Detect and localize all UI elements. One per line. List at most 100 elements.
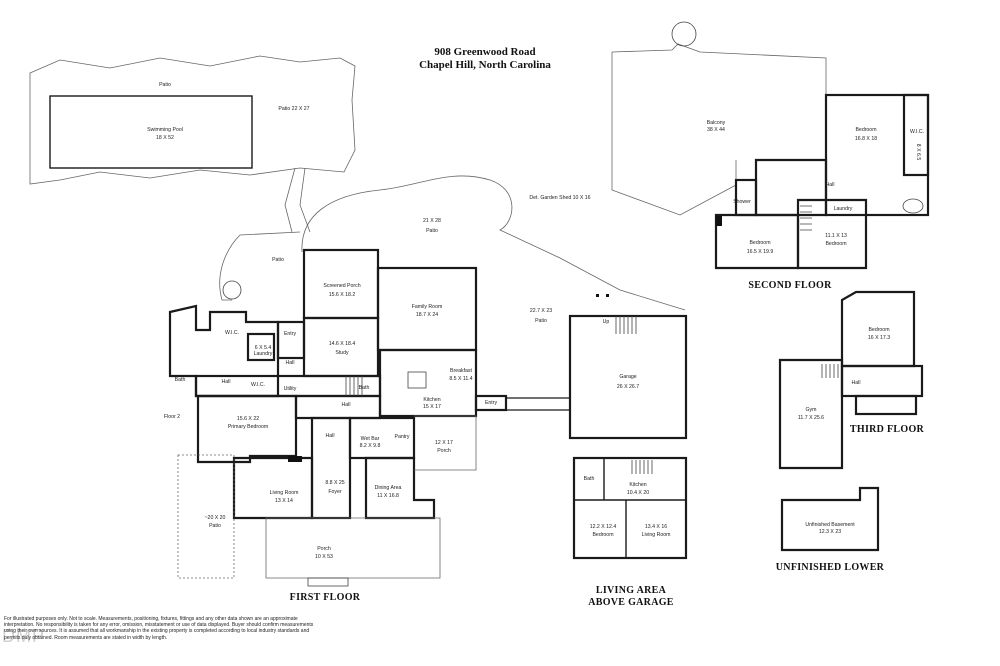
label-bed2a-dim: 16.8 X 18: [855, 136, 877, 142]
label-laundry-name: Laundry: [254, 351, 273, 357]
fireplace-second: [716, 216, 722, 226]
label-porch-main-name: Porch: [317, 546, 331, 552]
label-study-name: Study: [335, 350, 349, 356]
label-foyer-dim: 8.8 X 25: [325, 480, 344, 486]
address-line-2: Chapel Hill, North Carolina: [419, 59, 551, 71]
room-labels: Patio Patio 22 X 27 Swimming Pool 18 X 5…: [147, 82, 924, 560]
swimming-pool: [49, 95, 253, 169]
label-bath-a: Bath: [175, 377, 186, 383]
second-floor-stairs: [800, 205, 812, 231]
label-garage-dim: 26 X 26.7: [617, 384, 639, 390]
third-floor-walls: [778, 290, 924, 470]
floor-label-first: FIRST FLOOR: [290, 592, 361, 603]
label-bed3-dim: 16 X 17.3: [868, 335, 890, 341]
floor-label-lower: UNFINISHED LOWER: [776, 562, 885, 573]
label-basement-name: Unfinished Basement: [805, 522, 855, 528]
tub-second: [902, 198, 924, 214]
floor-label-third: THIRD FLOOR: [850, 424, 925, 435]
label-bed-g-dim: 12.2 X 12.4: [590, 524, 617, 530]
label-bed2c-dim: 16.5 X 19.9: [747, 249, 774, 255]
label-hall-a: Hall: [286, 360, 295, 366]
label-patio-20-name: Patio: [209, 523, 221, 529]
label-entry-b: Entry: [485, 400, 498, 406]
label-living-name: Living Room: [270, 490, 299, 496]
label-wetbar-name: Wet Bar: [361, 436, 380, 442]
label-wic-first: W.I.C.: [225, 330, 239, 336]
label-screened-dim: 15.6 X 18.2: [329, 292, 356, 298]
label-bed2a-name: Bedroom: [855, 127, 876, 133]
label-wic-2-dim: 8 X 6.5: [915, 144, 921, 161]
label-breakfast-name: Breakfast: [450, 368, 472, 374]
label-bed2b-dim: 11.1 X 13: [825, 233, 847, 239]
label-wic-b: W.I.C.: [251, 382, 265, 388]
label-bath-b: Bath: [359, 385, 370, 391]
label-floor2: Floor 2: [164, 414, 180, 420]
label-utility: Utility: [284, 386, 297, 392]
balcony-outline: [611, 43, 827, 216]
spiral-stair-first: [222, 280, 242, 300]
label-kitchen-g-dim: 10.4 X 20: [627, 490, 649, 496]
label-kitchen-name: Kitchen: [423, 397, 440, 403]
label-dining-dim: 11 X 16.8: [377, 493, 399, 499]
label-hall-b: Hall: [222, 379, 231, 385]
label-shower: Shower: [733, 199, 751, 205]
walkway: [284, 167, 311, 233]
pool-patio-outline: [29, 55, 356, 185]
label-primary-name: Primary Bedroom: [228, 424, 268, 430]
label-laundry-dim: 6 X 5.4: [255, 345, 272, 351]
label-bed3-name: Bedroom: [868, 327, 889, 333]
label-basement-dim: 12.3 X 23: [819, 529, 841, 535]
label-patio-left: Patio: [272, 257, 284, 263]
label-balcony-name: Balcony: [707, 120, 726, 126]
label-patio-21-dim: 21 X 28: [423, 218, 441, 224]
kitchen-island: [407, 371, 427, 389]
label-balcony-dim: 38 X 44: [707, 127, 725, 133]
label-breakfast-dim: 8.5 X 11.4: [449, 376, 472, 382]
label-family-dim: 18.7 X 24: [416, 312, 438, 318]
label-gym-dim: 11.7 X 25.6: [798, 415, 824, 421]
second-floor-walls: [714, 93, 930, 270]
address-line-1: 908 Greenwood Road: [434, 46, 535, 58]
label-hall-3: Hall: [852, 380, 861, 386]
label-garden-shed: Det. Garden Shed 10 X 16: [529, 195, 590, 201]
label-laundry-2: Laundry: [834, 206, 853, 212]
label-pantry: Pantry: [395, 434, 410, 440]
label-study-dim: 14.6 X 18.4: [329, 341, 356, 347]
porch-side-outline: [414, 415, 477, 471]
basement-walls: [780, 486, 880, 552]
label-bed2b-name: Bedroom: [825, 241, 846, 247]
patio-rear-outline: [301, 175, 686, 311]
label-pool-dim: 18 X 52: [156, 135, 174, 141]
label-porch-1217-dim: 12 X 17: [435, 440, 453, 446]
spiral-stair-balcony: [671, 21, 697, 47]
label-pool-name: Swimming Pool: [147, 127, 183, 133]
label-porch-main-dim: 10 X 53: [315, 554, 333, 560]
label-family-name: Family Room: [412, 304, 443, 310]
label-wic-2: W.I.C.: [910, 129, 924, 135]
label-entry-top: Entry: [284, 331, 297, 337]
label-bed2c-name: Bedroom: [749, 240, 770, 246]
label-hall-c: Hall: [342, 402, 351, 408]
disclaimer-text: For illustrated purposes only. Not to sc…: [4, 616, 314, 641]
floor-label-second: SECOND FLOOR: [748, 280, 832, 291]
label-living-dim: 13 X 14: [275, 498, 293, 504]
patio-20-outline: [177, 454, 235, 579]
label-foyer-name: Foyer: [328, 489, 342, 495]
company-logo: DMP: [2, 626, 45, 646]
floor-label-garage-1: LIVING AREA: [596, 585, 667, 596]
floor-label-garage-2: ABOVE GARAGE: [588, 597, 674, 608]
label-living-g-dim: 13.4 X 16: [645, 524, 667, 530]
label-screened-name: Screened Porch: [323, 283, 360, 289]
label-up: Up: [603, 319, 610, 325]
garage-post-1: [596, 294, 599, 297]
label-bath-g: Bath: [584, 476, 595, 482]
label-patio-top: Patio: [159, 82, 171, 88]
label-primary-dim: 15.6 X 22: [237, 416, 259, 422]
porch-front-outline: [265, 517, 441, 579]
label-kitchen-dim: 15 X 17: [423, 404, 441, 410]
label-garage-name: Garage: [619, 374, 636, 380]
label-living-g-name: Living Room: [642, 532, 671, 538]
label-hall-2: Hall: [826, 182, 835, 188]
garage-stairs: [615, 316, 637, 334]
